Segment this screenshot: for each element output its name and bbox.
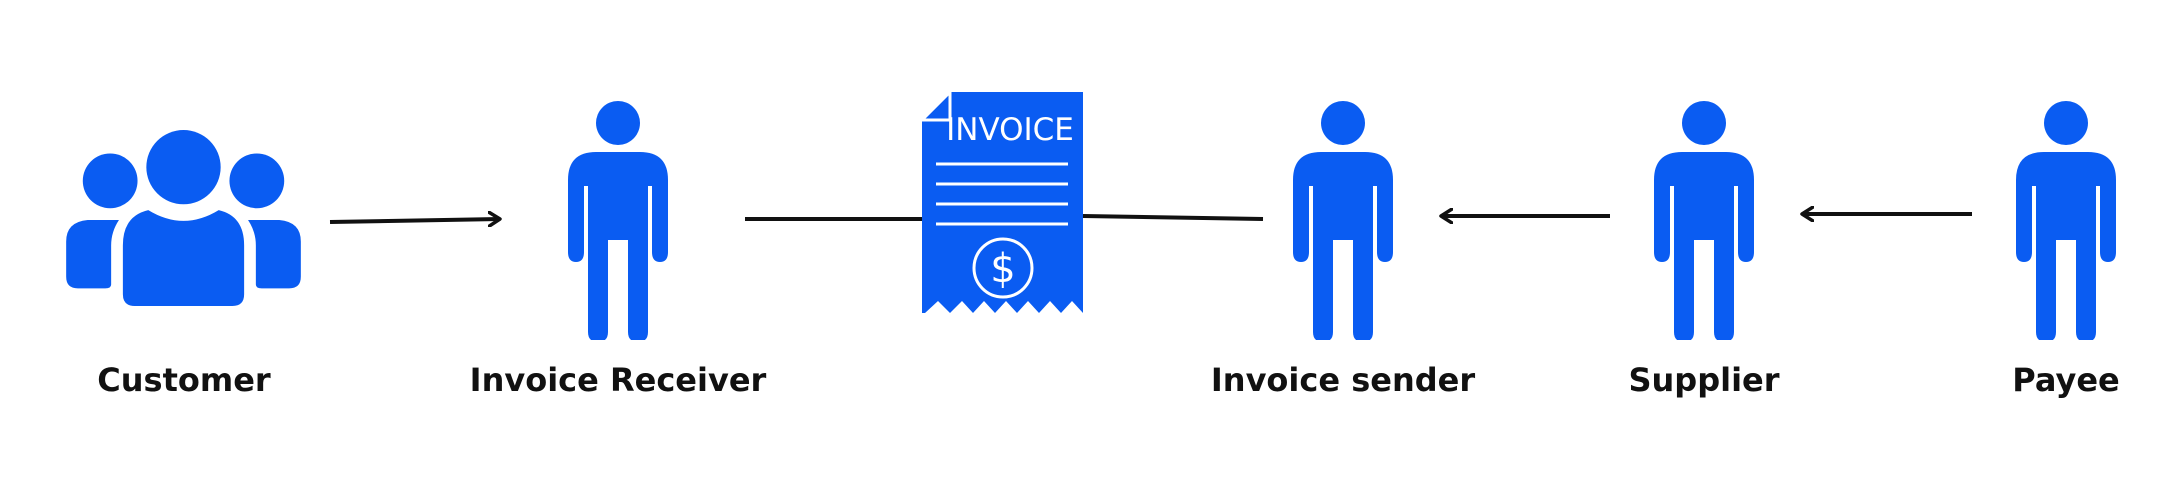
invoice-receiver-node: [568, 101, 668, 340]
person-icon: [1654, 101, 1754, 340]
payee-label: Payee: [2012, 361, 2120, 399]
invoice-sender-node: [1293, 101, 1393, 340]
person-icon: [568, 101, 668, 340]
payee-node: [2016, 101, 2116, 340]
connector-customer-to-invoice-receiver: [329, 219, 500, 222]
invoice-document: INVOICE $: [920, 90, 1083, 313]
connector-invoice-to-invoice-sender: [1082, 214, 1264, 221]
invoice-document-title: INVOICE: [946, 112, 1074, 148]
group-of-people-icon: [66, 130, 301, 306]
customer-node: [66, 130, 301, 306]
invoice-currency-symbol: $: [990, 246, 1015, 292]
customer-label: Customer: [97, 361, 271, 399]
supplier-node: [1654, 101, 1754, 340]
invoice-document-icon: [920, 90, 1083, 313]
person-icon: [2016, 101, 2116, 340]
person-icon: [1293, 101, 1393, 340]
invoice-sender-label: Invoice sender: [1210, 361, 1476, 399]
supplier-label: Supplier: [1628, 361, 1780, 399]
invoice-receiver-label: Invoice Receiver: [469, 361, 767, 399]
